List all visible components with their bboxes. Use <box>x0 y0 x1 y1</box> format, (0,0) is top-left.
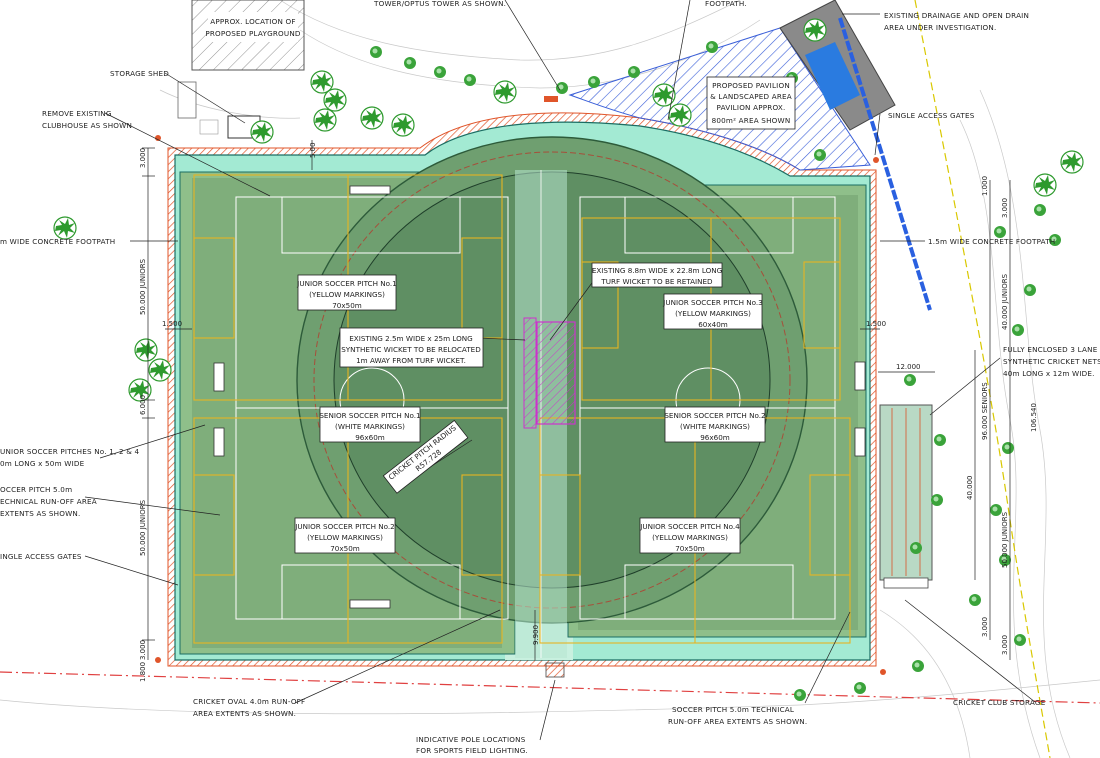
label-poles-2: FOR SPORTS FIELD LIGHTING. <box>416 746 528 755</box>
synthetic-wicket <box>523 317 537 429</box>
dim-50-juniors-l2: 50.000 JUNIORS <box>139 499 147 556</box>
label-playground-2: PROPOSED PLAYGROUND <box>205 29 301 38</box>
dim-50-juniors-l: 50.000 JUNIORS <box>139 258 147 315</box>
label-sr1-3: 96x60m <box>355 433 385 442</box>
label-jr3-2: (YELLOW MARKINGS) <box>675 309 751 318</box>
label-runoff-left-1: OCCER PITCH 5.0m <box>0 485 72 494</box>
dim-6000: 6.000 <box>139 395 147 415</box>
dim-9900: 9.900 <box>532 625 540 645</box>
label-single-gates-left: INGLE ACCESS GATES <box>0 552 82 561</box>
dim-3000-tl: 3.000 <box>139 148 147 168</box>
dim-3000-r: 3.000 <box>1001 198 1009 218</box>
label-nets-1: FULLY ENCLOSED 3 LANE <box>1003 345 1098 354</box>
dim-3000-r2: 3.000 <box>981 617 989 637</box>
label-pavilion-4: 800m² AREA SHOWN <box>712 116 791 125</box>
label-nets-2: SYNTHETIC CRICKET NETS, <box>1003 357 1100 366</box>
open-drain <box>838 17 932 311</box>
label-playground-1: APPROX. LOCATION OF <box>210 17 295 26</box>
goal-posts <box>213 185 866 609</box>
label-soccer-runoff-2: RUN-OFF AREA EXTENTS AS SHOWN. <box>668 717 807 726</box>
label-nets-3: 40m LONG x 12m WIDE. <box>1003 369 1095 378</box>
radius-label-box <box>382 419 469 494</box>
label-jr4-2: (YELLOW MARKINGS) <box>652 533 728 542</box>
label-runoff-left-3: EXTENTS AS SHOWN. <box>0 509 80 518</box>
label-footpath-right: 1.5m WIDE CONCRETE FOOTPATH <box>928 237 1055 246</box>
label-syn-2: SYNTHETIC WICKET TO BE RELOCATED <box>341 345 481 354</box>
label-storage-shed: STORAGE SHED <box>110 69 169 78</box>
label-jr-pitches-1: UNIOR SOCCER PITCHES No. 1, 2 & 4 <box>0 447 140 456</box>
label-jr2-1: JUNIOR SOCCER PITCH No.2 <box>294 522 395 531</box>
label-syn-1: EXISTING 2.5m WIDE x 25m LONG <box>349 334 473 343</box>
label-jr2-3: 70x50m <box>330 544 360 553</box>
dim-50-juniors-r: 50.000 JUNIORS <box>1001 511 1009 568</box>
label-drainage-2: AREA UNDER INVESTIGATION. <box>884 23 996 32</box>
label-remove-2: CLUBHOUSE AS SHOWN <box>42 121 132 130</box>
dim-1800: 1.800 <box>139 662 147 682</box>
label-jr4-3: 70x50m <box>675 544 705 553</box>
dim-96-seniors: 96.000 SENIORS <box>981 382 989 440</box>
white-markings <box>235 196 836 620</box>
access-gates <box>155 96 886 678</box>
label-single-gates-right: SINGLE ACCESS GATES <box>888 111 975 120</box>
label-jr-pitches-2: 0m LONG x 50m WIDE <box>0 459 85 468</box>
label-jr1-1: JUNIOR SOCCER PITCH No.1 <box>296 279 397 288</box>
label-jr2-2: (YELLOW MARKINGS) <box>307 533 383 542</box>
dim-3000-r3: 3.000 <box>1001 635 1009 655</box>
label-oval-runoff-1: CRICKET OVAL 4.0m RUN-OFF <box>193 697 305 706</box>
label-poles-1: INDICATIVE POLE LOCATIONS <box>416 735 526 744</box>
label-syn-3: 1m AWAY FROM TURF WICKET. <box>356 356 466 365</box>
label-cricket-storage: CRICKET CLUB STORAGE <box>953 698 1046 707</box>
dim-106540: 106.540 <box>1030 403 1038 432</box>
label-sr2-2: (WHITE MARKINGS) <box>680 422 750 431</box>
label-pavilion-3: PAVILION APPROX. <box>717 103 786 112</box>
label-pavilion-1: PROPOSED PAVILION <box>712 81 790 90</box>
leader-lines <box>84 0 1036 741</box>
label-jr1-2: (YELLOW MARKINGS) <box>309 290 385 299</box>
label-jr4-1: JUNIOR SOCCER PITCH No.4 <box>639 522 740 531</box>
dim-40000: 40.000 <box>966 476 974 501</box>
label-sr2-1: SENIOR SOCCER PITCH No.2 <box>664 411 765 420</box>
turf-wicket <box>536 321 576 425</box>
dimension-lines <box>142 140 1011 660</box>
dimension-texts: 3.000 5.00 50.000 JUNIORS 1.500 6.000 50… <box>139 142 1038 682</box>
dim-3000-bl: 3.000 <box>139 640 147 660</box>
label-runoff-left-2: ECHNICAL RUN-OFF AREA <box>0 497 97 506</box>
label-sr2-3: 96x60m <box>700 433 730 442</box>
label-remove-1: REMOVE EXISTING <box>42 109 112 118</box>
dim-1000-r: 1.000 <box>981 176 989 196</box>
dim-40-juniors-r: 40.000 JUNIORS <box>1001 273 1009 330</box>
label-tower: TOWER/OPTUS TOWER AS SHOWN. <box>373 0 506 8</box>
label-jr1-3: 70x50m <box>332 301 362 310</box>
label-soccer-runoff-1: SOCCER PITCH 5.0m TECHNICAL <box>672 705 794 714</box>
dim-1500-l: 1.500 <box>162 320 182 328</box>
dim-12000: 12.000 <box>896 363 921 371</box>
label-turf-2: TURF WICKET TO BE RETAINED <box>600 277 713 286</box>
label-footpath-top: FOOTPATH. <box>705 0 747 8</box>
boundary-yellow-dashed <box>914 0 1051 758</box>
label-pavilion-2: & LANDSCAPED AREA <box>710 92 792 101</box>
label-footpath-left: m WIDE CONCRETE FOOTPATH <box>0 237 115 246</box>
dim-5000-top: 5.00 <box>309 142 317 158</box>
label-oval-runoff-2: AREA EXTENTS AS SHOWN. <box>193 709 296 718</box>
label-jr3-1: JUNIOR SOCCER PITCH No.3 <box>662 298 763 307</box>
cricket-club-storage <box>883 577 929 589</box>
dim-1500-r: 1.500 <box>866 320 886 328</box>
label-sr1-1: SENIOR SOCCER PITCH No.1 <box>319 411 420 420</box>
label-boxes <box>294 76 796 554</box>
label-jr3-3: 60x40m <box>698 320 728 329</box>
label-drainage-1: EXISTING DRAINAGE AND OPEN DRAIN <box>884 11 1029 20</box>
property-line <box>0 671 1100 704</box>
label-turf-1: EXISTING 8.8m WIDE x 22.8m LONG <box>592 266 722 275</box>
label-sr1-2: (WHITE MARKINGS) <box>335 422 405 431</box>
storage-shed <box>177 81 197 119</box>
